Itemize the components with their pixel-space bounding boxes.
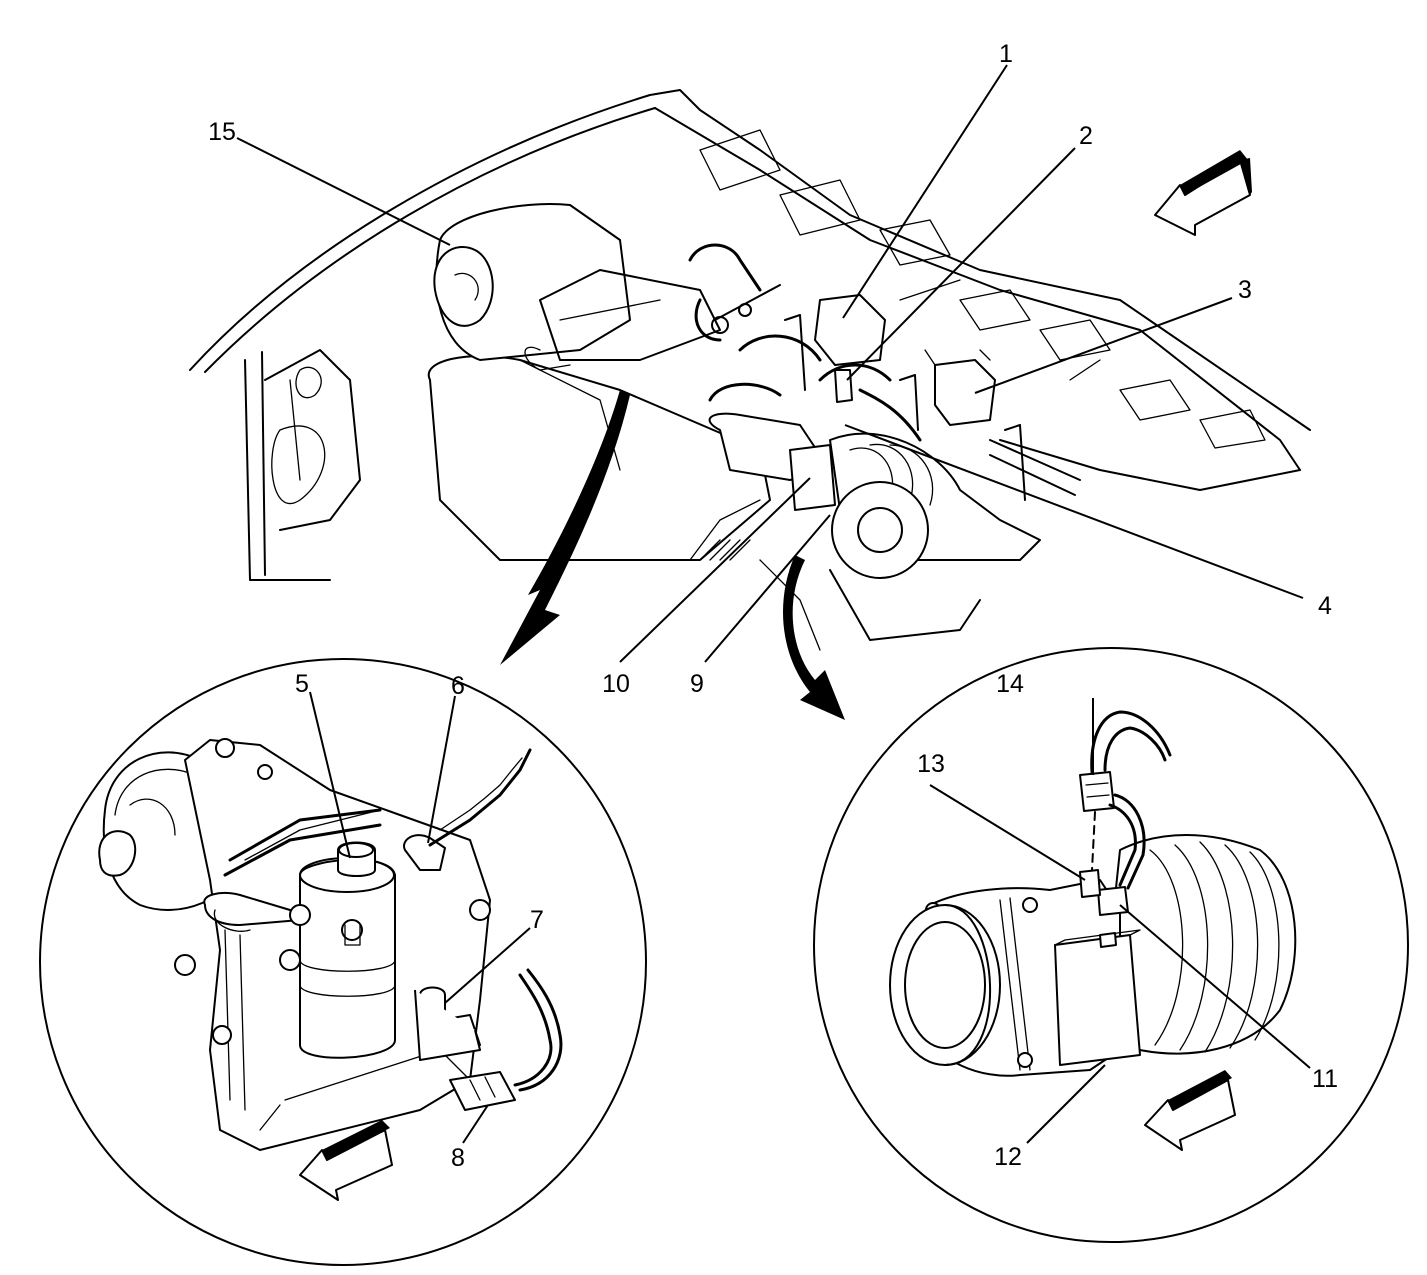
direction-arrows xyxy=(299,150,1252,1201)
detail-view-right xyxy=(813,647,1409,1243)
callout-7: 7 xyxy=(530,906,544,934)
front-arrow-icon xyxy=(1154,150,1252,236)
callout-labels: 1 2 3 4 5 6 7 8 9 10 11 12 13 14 15 xyxy=(208,40,1338,1172)
callout-10: 10 xyxy=(602,670,630,698)
callout-15: 15 xyxy=(208,118,236,146)
callout-5: 5 xyxy=(295,670,309,698)
callout-12: 12 xyxy=(994,1143,1022,1171)
callout-9: 9 xyxy=(690,670,704,698)
callout-3: 3 xyxy=(1238,276,1252,304)
callout-4: 4 xyxy=(1318,592,1332,620)
detail-view-left xyxy=(39,658,647,1266)
curved-arrow-right xyxy=(783,555,845,720)
callout-11: 11 xyxy=(1312,1065,1338,1093)
engine-compartment-view xyxy=(189,89,1311,651)
leader-lines xyxy=(236,64,1311,1144)
callout-13: 13 xyxy=(917,750,945,778)
callout-2: 2 xyxy=(1079,122,1093,150)
callout-8: 8 xyxy=(451,1144,465,1172)
callout-14: 14 xyxy=(996,670,1024,698)
callout-1: 1 xyxy=(999,40,1013,68)
curved-arrow-left xyxy=(500,390,630,665)
callout-6: 6 xyxy=(451,672,465,700)
front-arrow-icon xyxy=(1144,1070,1236,1151)
front-arrow-icon xyxy=(299,1120,393,1201)
pointer-arrows xyxy=(500,390,845,720)
